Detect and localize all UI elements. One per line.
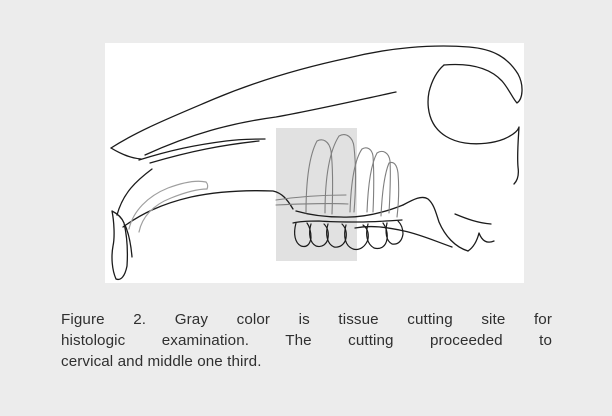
caption-line-1: Figure 2. Gray color is tissue cutting s… <box>61 309 552 330</box>
figure-caption: Figure 2. Gray color is tissue cutting s… <box>61 309 552 372</box>
caption-line-3: cervical and middle one third. <box>61 351 552 372</box>
caption-line-2: histologic examination. The cutting proc… <box>61 330 552 351</box>
figure-image <box>105 43 524 283</box>
